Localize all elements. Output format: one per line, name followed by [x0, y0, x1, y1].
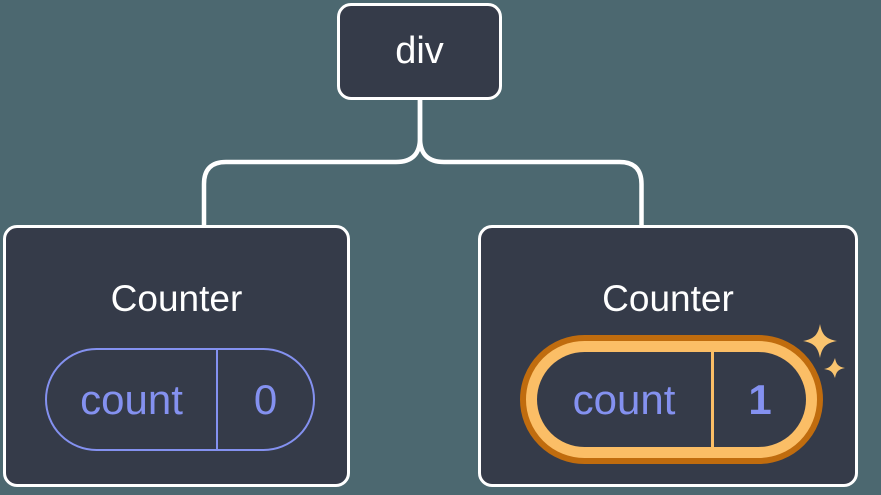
state-pill-inner: count 1: [537, 352, 806, 447]
sparkle-icon: [803, 324, 845, 378]
component-title: Counter: [110, 278, 243, 319]
sparkle-large-icon: [803, 324, 837, 358]
tree-node-div: div: [337, 3, 502, 100]
state-pill-highlighted: count 1: [520, 335, 823, 464]
sparkle-small-icon: [824, 358, 845, 378]
connector-right-branch: [417, 100, 644, 227]
tree-node-counter-left: Counter count 0: [3, 225, 350, 487]
state-value: 1: [748, 375, 772, 423]
tree-node-counter-right: Counter count 1: [478, 225, 858, 487]
state-key-label: count: [572, 375, 676, 423]
state-divider: [711, 352, 714, 447]
component-title: Counter: [602, 278, 734, 319]
state-pill: count 0: [45, 348, 315, 451]
state-key-label: count: [47, 350, 218, 449]
state-value: 0: [253, 375, 278, 423]
node-label: div: [395, 30, 444, 72]
connector-left-branch: [201, 100, 423, 227]
